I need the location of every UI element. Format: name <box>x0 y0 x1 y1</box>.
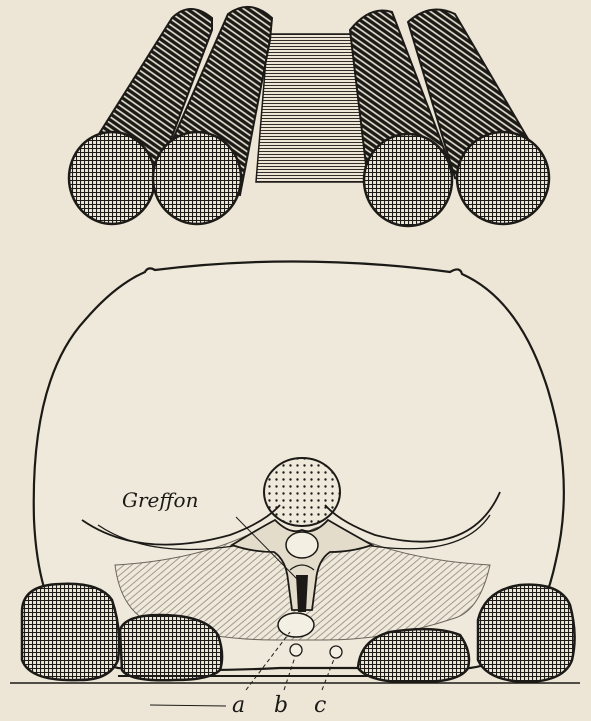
label-greffon: Greffon <box>122 488 198 512</box>
spinal-canal <box>286 532 318 558</box>
lower-bolster-right-outer <box>478 585 575 682</box>
lower-bolster-right-inner <box>358 629 469 682</box>
central-sheet <box>256 34 368 182</box>
graft <box>296 575 308 612</box>
structure-c <box>330 646 342 658</box>
label-a: a <box>232 693 245 718</box>
structure-b <box>290 644 302 656</box>
vertebral-body <box>264 458 340 526</box>
label-b: b <box>274 693 288 718</box>
lower-bolster-left-inner <box>120 615 222 680</box>
structure-a <box>278 613 314 637</box>
label-c: c <box>314 693 326 718</box>
bolster-row-figure <box>69 7 549 226</box>
lower-bolster-left-outer <box>22 584 119 680</box>
